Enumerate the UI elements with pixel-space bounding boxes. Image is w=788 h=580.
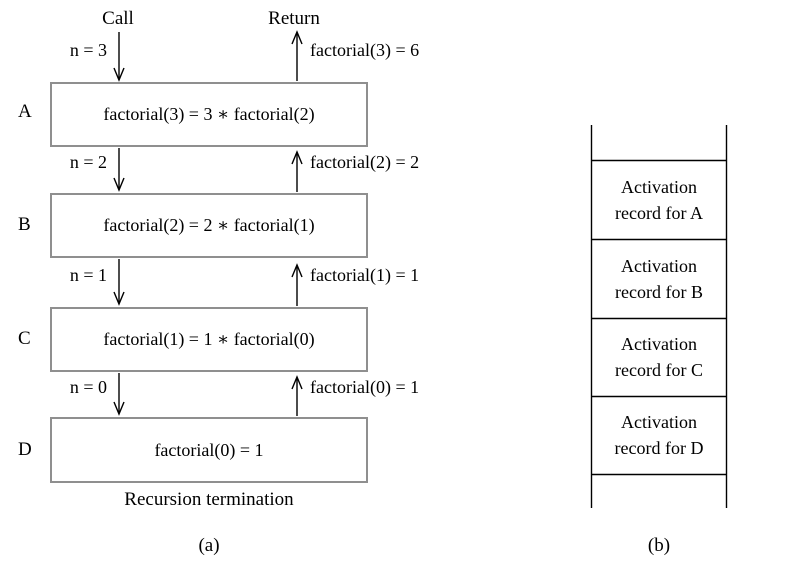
return-value-a: factorial(3) = 6 xyxy=(310,40,420,60)
call-arg-b: n = 2 xyxy=(69,152,107,172)
row-letter-d: D xyxy=(18,439,32,460)
call-arg-a: n = 3 xyxy=(69,40,107,60)
call-arg-d: n = 0 xyxy=(69,377,107,397)
return-value-b: factorial(2) = 2 xyxy=(310,152,420,172)
return-arrow-d xyxy=(291,375,303,416)
return-value-d: factorial(0) = 1 xyxy=(310,377,420,397)
call-arrow-a xyxy=(113,32,125,82)
call-arrow-b xyxy=(113,148,125,192)
caption-b: (b) xyxy=(647,535,671,556)
row-letter-b: B xyxy=(18,214,31,235)
call-box-a-text: factorial(3) = 3 ∗ factorial(2) xyxy=(103,104,315,124)
return-column-label: Return xyxy=(268,8,320,29)
call-box-b: factorial(2) = 2 ∗ factorial(1) xyxy=(50,193,368,258)
call-box-a: factorial(3) = 3 ∗ factorial(2) xyxy=(50,82,368,147)
call-box-c-text: factorial(1) = 1 ∗ factorial(0) xyxy=(103,329,315,349)
call-arg-c: n = 1 xyxy=(69,265,107,285)
activation-record-d: Activation record for D xyxy=(614,412,704,458)
return-arrow-b xyxy=(291,150,303,192)
activation-record-b: Activation record for B xyxy=(615,255,703,302)
row-letter-a: A xyxy=(18,101,32,122)
call-arrow-d xyxy=(113,373,125,416)
recursion-termination-label: Recursion termination xyxy=(124,489,294,510)
row-letter-c: C xyxy=(18,328,31,349)
call-box-d: factorial(0) = 1 xyxy=(50,417,368,483)
call-box-c: factorial(1) = 1 ∗ factorial(0) xyxy=(50,307,368,372)
caption-a: (a) xyxy=(198,535,220,556)
return-arrow-c xyxy=(291,263,303,306)
call-arrow-c xyxy=(113,259,125,306)
return-value-c: factorial(1) = 1 xyxy=(310,265,420,285)
call-box-b-text: factorial(2) = 2 ∗ factorial(1) xyxy=(103,215,315,235)
call-box-d-text: factorial(0) = 1 xyxy=(154,439,264,460)
return-arrow-a xyxy=(291,30,303,81)
call-column-label: Call xyxy=(102,8,134,29)
activation-record-c: Activation record for C xyxy=(615,334,703,380)
activation-record-a: Activation record for A xyxy=(615,176,703,223)
